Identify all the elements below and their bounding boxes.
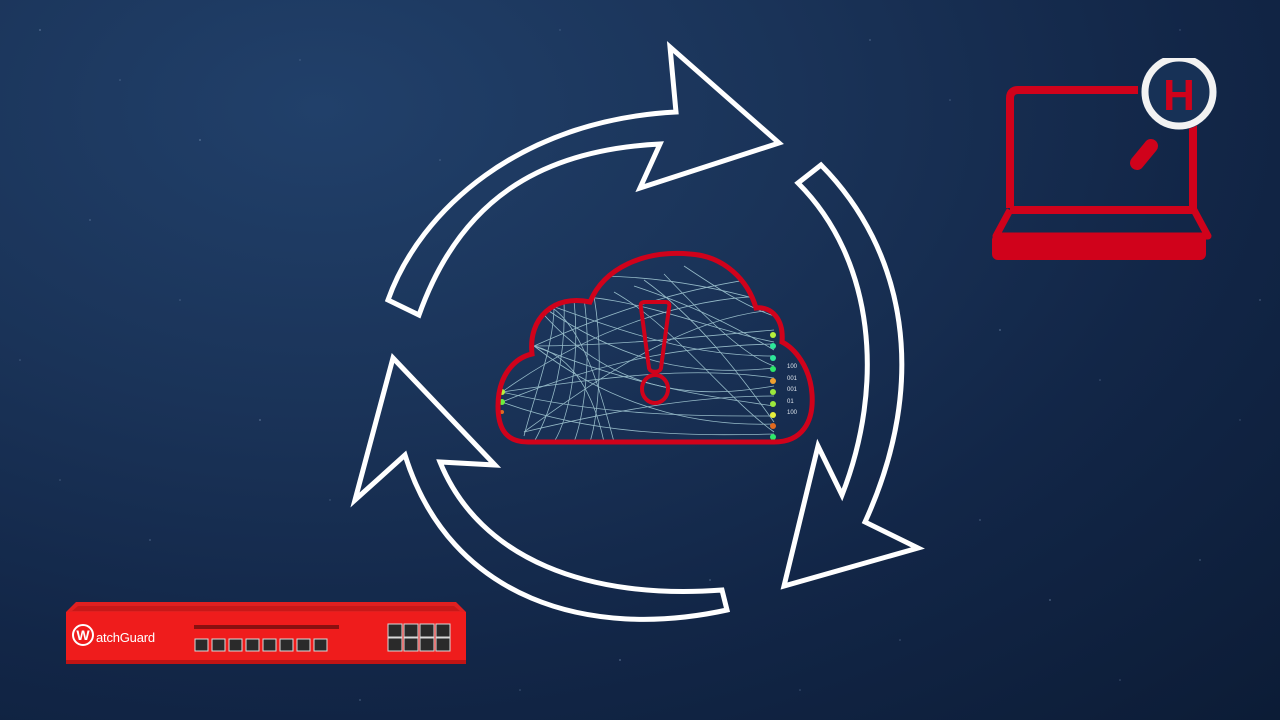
cloud-threat-icon: [495, 250, 815, 445]
binary-label: 001: [787, 387, 798, 393]
binary-label: 01: [787, 398, 794, 405]
network-lines: [499, 265, 776, 442]
top-arrow-icon: [384, 40, 784, 319]
right-arrow-icon: [780, 161, 925, 590]
binary-label: 100: [787, 410, 798, 416]
ethernet-ports-front: [194, 638, 328, 652]
badge-background: [1141, 58, 1217, 130]
status-nodes-right: [770, 332, 776, 440]
binary-labels: 100 001 001 01 100: [787, 362, 797, 420]
binary-label: 100: [787, 364, 798, 370]
badge-ring: [1141, 58, 1217, 130]
cloud-outline: [495, 250, 815, 445]
watchguard-brand-text: atchGuard: [96, 630, 155, 645]
endpoint-badge: H: [1163, 71, 1195, 120]
exclamation-icon: [638, 300, 672, 405]
laptop-icon: [992, 58, 1217, 260]
led-strip: [194, 625, 339, 629]
binary-label: 001: [787, 375, 798, 382]
firewall-appliance-icon: [66, 602, 466, 664]
bottom-left-arrow-icon: [350, 353, 731, 622]
watchguard-logo-mark: W: [72, 624, 94, 646]
ethernet-ports-right: [387, 623, 451, 652]
